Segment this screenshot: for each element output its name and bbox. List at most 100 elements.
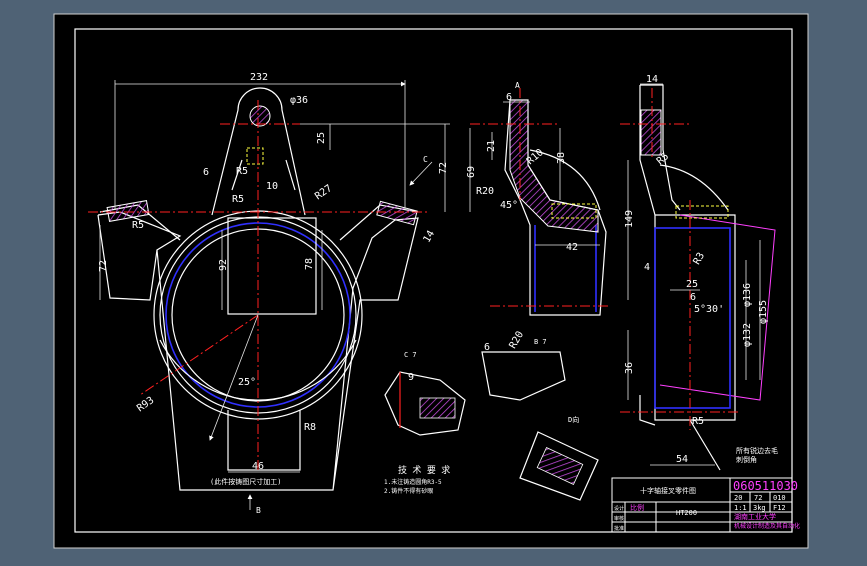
title-col-head-3: 010: [773, 494, 786, 502]
dim-46: 46: [252, 461, 264, 472]
dim-6-left: 6: [203, 167, 209, 178]
right-top-arm: [640, 84, 681, 211]
front-hidden-rect: [246, 147, 264, 165]
dim-10: 10: [266, 181, 278, 192]
right-curve: [659, 164, 729, 211]
detail-label-c: C 7: [404, 351, 417, 359]
title-drawing-number: 060511030: [733, 479, 798, 493]
right-hidden-rect: [675, 205, 729, 219]
front-right-hatch: [376, 200, 418, 226]
dim-14: 14: [422, 229, 438, 245]
front-left-wing: [97, 214, 158, 301]
front-dimensions: [99, 80, 450, 510]
side-view-a: A: [515, 81, 520, 90]
dim-height-72-right: 72: [438, 162, 449, 174]
dim-78: 78: [304, 258, 315, 270]
side-curve: [529, 149, 601, 211]
right-note-line-2: 刺倒角: [736, 455, 757, 464]
detail-label-b: B 7: [534, 338, 547, 346]
side-dim-21: 21: [486, 140, 497, 152]
dim-height-25: 25: [316, 132, 327, 144]
drawing-border: [74, 28, 793, 533]
dim-r5-lower: R5: [232, 194, 244, 205]
detail-views: [384, 351, 599, 501]
title-class-line: 机械设计制造及其自动化: [734, 522, 800, 530]
title-scale-label: 比例: [630, 503, 644, 512]
right-dimensions: [627, 83, 761, 466]
side-dim-42: 42: [566, 242, 578, 253]
detail-c-hatch: [419, 397, 456, 419]
detail-b-outline: [481, 351, 566, 401]
right-dim-136: φ136: [742, 283, 753, 307]
front-body-outline: [97, 211, 419, 491]
side-dim-6: 6: [506, 92, 512, 103]
dim-r5-wing: R5: [132, 220, 144, 231]
front-top-boss: [211, 87, 306, 216]
detail-c-outline: [384, 371, 466, 436]
drawing-sheet: [53, 13, 809, 549]
title-row-2: 审核: [614, 515, 624, 522]
title-material: HT200: [676, 509, 697, 517]
side-dim-38: 38: [556, 152, 567, 164]
dim-72-left: 72: [98, 260, 109, 272]
right-dim-6: 6: [690, 292, 696, 303]
front-lower-web: [227, 410, 301, 471]
front-boss-rect: [227, 217, 317, 315]
detail-dim-9: 9: [408, 372, 414, 383]
side-hidden-rect: [551, 203, 597, 219]
right-dim-r5-bottom: R5: [692, 416, 704, 427]
right-arm-hatch: [640, 109, 662, 156]
front-top-rib: [231, 159, 296, 191]
right-skewed-rect: [659, 214, 776, 401]
side-dim-r20: R20: [476, 186, 494, 197]
dim-25-angle: 25°: [238, 377, 256, 388]
title-weight: 3kg: [753, 504, 766, 512]
title-part-name: 十字轴接叉零件图: [640, 486, 696, 495]
tech-notes-item-2: 2.铸件不得有砂眼: [384, 487, 433, 495]
detail-d-hatch: [536, 447, 584, 485]
dim-boss-diameter: φ36: [290, 95, 308, 106]
right-dim-4: 4: [644, 262, 650, 273]
front-left-hatch: [106, 200, 150, 222]
right-dim-54: 54: [676, 454, 688, 465]
detail-dim-6: 6: [484, 342, 490, 353]
view-arrow-c: C: [423, 155, 428, 164]
title-row-3: 批准: [614, 525, 624, 532]
side-dim-45: 45°: [500, 200, 518, 211]
right-inner-blue: [654, 227, 731, 409]
side-centerlines: [470, 88, 610, 307]
right-dim-36: 36: [624, 362, 635, 374]
view-arrow-b: B: [256, 506, 261, 515]
title-col-head-1: 20: [734, 494, 742, 502]
right-dim-14: 14: [646, 74, 658, 85]
title-scale: 1:1: [734, 504, 747, 512]
right-dim-25: 25: [686, 279, 698, 290]
front-top-hole: [249, 105, 271, 127]
front-centerlines: [88, 100, 428, 470]
title-block: [611, 477, 793, 533]
detail-label-d: D向: [568, 415, 579, 424]
dim-r8: R8: [304, 422, 316, 433]
right-dim-155: φ155: [758, 300, 769, 324]
right-note-line-1: 所有锐边去毛: [736, 446, 778, 455]
tech-notes-item-1: 1.未注铸造圆角R3-5: [384, 478, 442, 486]
right-dim-149: 149: [624, 210, 635, 228]
right-dim-r3: R3: [692, 251, 708, 267]
title-row-1: 设计: [614, 505, 624, 512]
tech-notes-title: 技 术 要 求: [398, 464, 450, 476]
right-centerlines: [620, 88, 740, 430]
title-school: 湖南工业大学: [734, 512, 776, 521]
title-col-head-2: 72: [754, 494, 762, 502]
detail-d-outline: [519, 431, 599, 501]
dim-92: 92: [218, 259, 229, 271]
right-dim-530: 5°30': [694, 304, 724, 315]
dim-r5-upper: R5: [236, 166, 248, 177]
title-code: F12: [773, 504, 786, 512]
dim-overall-width: 232: [250, 72, 268, 83]
front-bottom-note: (此件按铸图尺寸加工): [210, 477, 281, 486]
right-dim-132: φ132: [742, 323, 753, 347]
side-arm-hatch: [509, 99, 599, 233]
side-dim-69: 69: [466, 166, 477, 178]
